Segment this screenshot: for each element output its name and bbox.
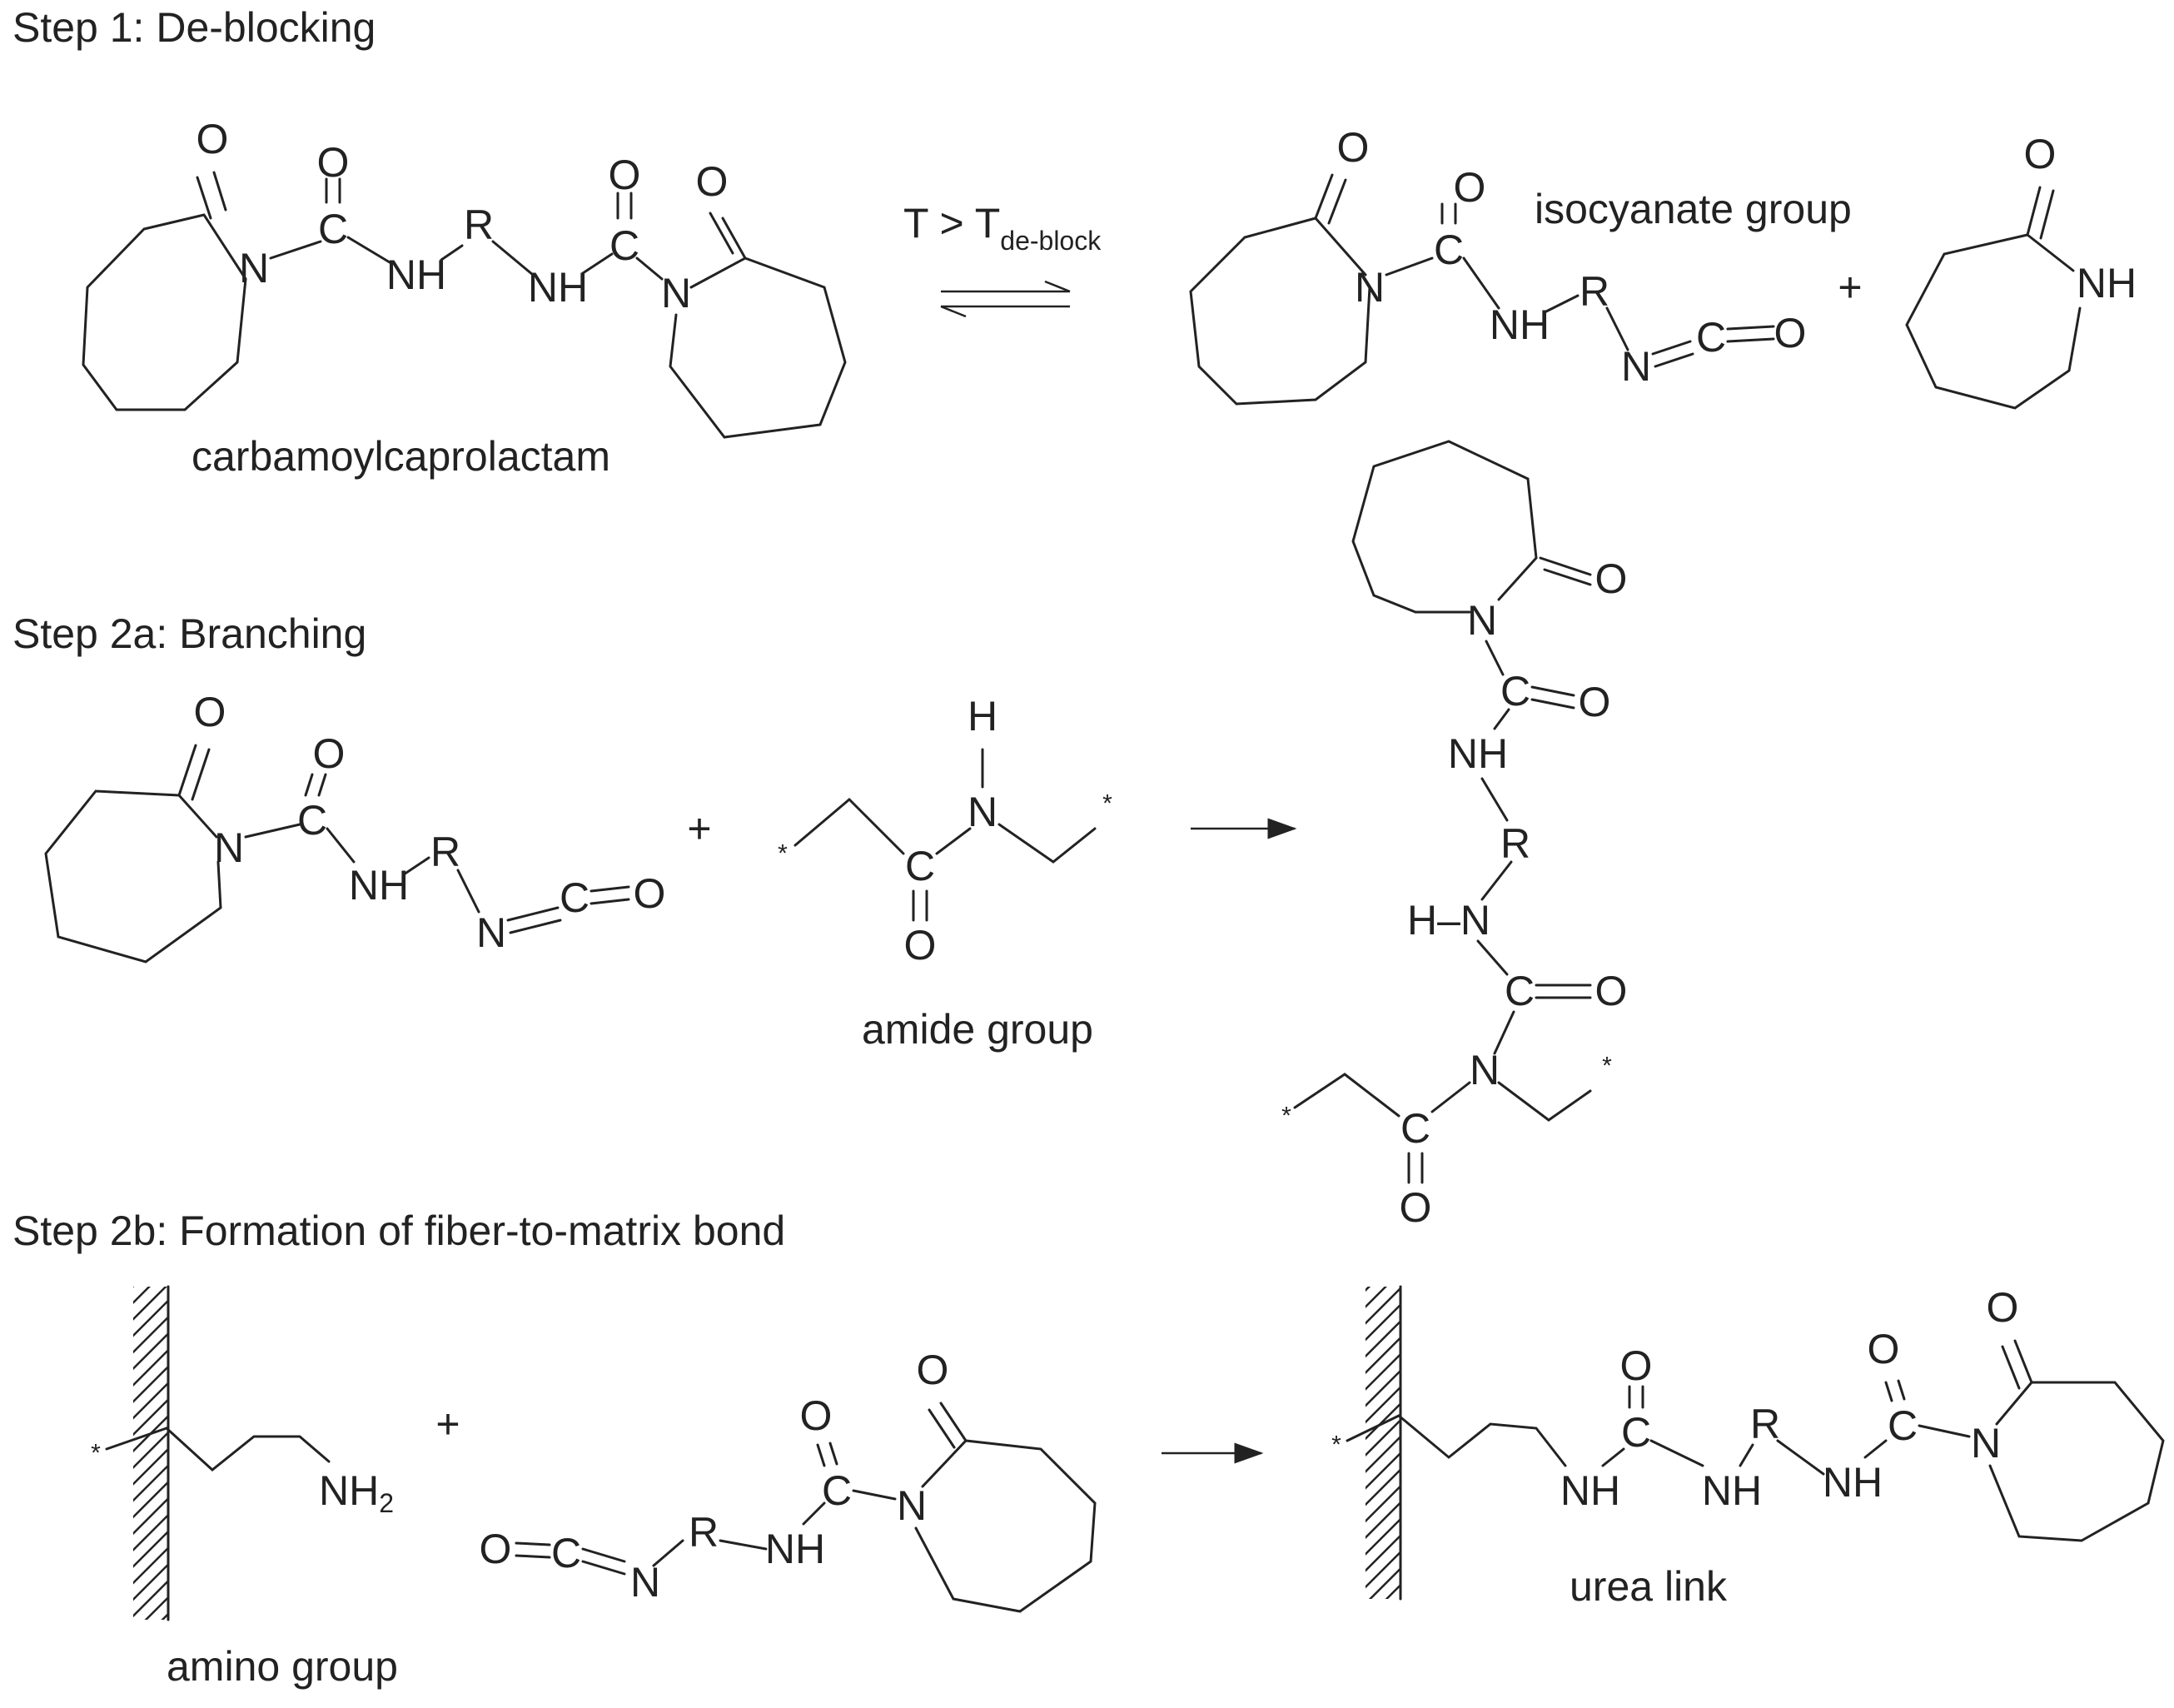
step1-heading: Step 1: De-blocking (12, 4, 376, 51)
branching-isocyanate-structure: O N C O NH R N C O (44, 689, 666, 964)
atom-n: N (1621, 343, 1651, 390)
amino-group-label: amino group (167, 1643, 398, 1690)
atom-nh: NH (2077, 260, 2137, 306)
atom-n: N (661, 270, 691, 316)
star-atom: * (778, 840, 788, 868)
atom-nh: NH (1490, 301, 1550, 348)
atom-o: O (313, 730, 346, 777)
atom-o: O (197, 116, 229, 162)
atom-n: N (630, 1559, 660, 1606)
atom-r: R (1580, 268, 1609, 315)
branched-product-structure: O N C O NH R H–N C O N * C O * (1281, 440, 1628, 1231)
atom-o: O (696, 158, 729, 205)
atom-n: N (1470, 1047, 1500, 1093)
atom-n: N (1971, 1420, 2001, 1466)
caprolactam-structure: O NH (1905, 131, 2137, 410)
atom-r: R (1750, 1401, 1780, 1447)
step2a-heading: Step 2a: Branching (12, 610, 366, 657)
atom-nh: NH (528, 264, 588, 311)
equilibrium-arrow: T > Tde-block (903, 200, 1102, 318)
atom-nh: NH (1448, 730, 1508, 777)
atom-o: O (917, 1347, 949, 1393)
atom-n: N (239, 245, 269, 291)
atom-h: H (968, 693, 997, 739)
atom-nh2: NH2 (319, 1467, 394, 1518)
atom-n: N (476, 909, 506, 956)
atom-c: C (560, 874, 590, 921)
atom-o: O (1337, 124, 1370, 171)
star-atom: * (1331, 1432, 1341, 1459)
atom-n: N (1467, 597, 1497, 644)
atom-o: O (1454, 164, 1486, 211)
atom-o: O (480, 1526, 512, 1572)
atom-c: C (905, 843, 935, 889)
atom-o: O (1987, 1284, 2019, 1331)
atom-o: O (1400, 1184, 1432, 1231)
atom-c: C (318, 206, 348, 252)
temperature-condition: T > Tde-block (903, 200, 1102, 256)
amide-group-label: amide group (862, 1006, 1093, 1053)
atom-r: R (1500, 820, 1530, 867)
atom-c: C (1696, 314, 1726, 361)
atom-o: O (800, 1392, 833, 1439)
atom-hn: H–N (1407, 897, 1490, 944)
atom-c: C (822, 1467, 852, 1514)
isocyanate-group-label: isocyanate group (1535, 186, 1852, 232)
atom-r: R (464, 202, 494, 248)
atom-n: N (897, 1482, 927, 1529)
step2b-heading: Step 2b: Formation of fiber-to-matrix bo… (12, 1208, 785, 1254)
fiber-surface (133, 1287, 168, 1620)
star-atom: * (91, 1440, 101, 1467)
plus-sign: + (435, 1401, 460, 1447)
atom-r: R (689, 1509, 719, 1556)
atom-n: N (1355, 264, 1385, 311)
atom-c: C (1434, 227, 1464, 273)
fiber-amino-structure: * NH2 amino group (91, 1285, 398, 1690)
atom-o: O (1774, 310, 1807, 356)
atom-c: C (609, 222, 639, 269)
atom-nh: NH (386, 251, 446, 298)
atom-o: O (317, 139, 350, 186)
atom-o: O (194, 689, 226, 735)
atom-c: C (1888, 1402, 1918, 1449)
atom-o: O (634, 870, 666, 917)
amide-group-structure: * C O N H * amide group (778, 693, 1112, 1053)
atom-c: C (1505, 968, 1535, 1014)
atom-o: O (1620, 1342, 1653, 1389)
urea-link-label: urea link (1570, 1563, 1728, 1610)
plus-sign: + (1838, 264, 1862, 311)
carbamoylcaprolactam-label: carbamoylcaprolactam (192, 433, 610, 480)
atom-c: C (551, 1530, 581, 1576)
atom-o: O (609, 152, 641, 198)
atom-o: O (1868, 1326, 1900, 1372)
atom-o: O (1595, 555, 1628, 602)
atom-c: C (1500, 668, 1530, 715)
star-atom: * (1602, 1053, 1612, 1080)
atom-o: O (1579, 679, 1611, 725)
blocked-isocyanate-structure: O C N R NH C O N O (480, 1347, 1097, 1613)
atom-n: N (968, 789, 997, 835)
plus-sign: + (687, 805, 711, 852)
atom-o: O (904, 922, 937, 969)
atom-c: C (1400, 1105, 1430, 1152)
atom-nh: NH (1823, 1459, 1883, 1506)
atom-nh: NH (1560, 1467, 1620, 1514)
carbamoylcaprolactam-structure: O N C O NH R NH C O N O carbamoylcaprola… (82, 116, 847, 480)
star-atom: * (1281, 1103, 1291, 1130)
isocyanate-product-structure: O N C O NH R N C O isocyanate group (1189, 124, 1852, 406)
atom-n: N (214, 824, 244, 871)
star-atom: * (1102, 790, 1112, 818)
atom-c: C (1621, 1409, 1651, 1456)
urea-link-product-structure: * NH C O NH R NH C O N O urea link (1331, 1284, 2165, 1610)
atom-nh: NH (1702, 1467, 1762, 1514)
atom-o: O (1595, 968, 1628, 1014)
atom-nh: NH (349, 862, 409, 909)
atom-c: C (297, 797, 327, 844)
fiber-surface (1366, 1287, 1400, 1599)
atom-o: O (2024, 131, 2057, 177)
atom-nh: NH (765, 1526, 825, 1572)
atom-r: R (430, 829, 460, 875)
